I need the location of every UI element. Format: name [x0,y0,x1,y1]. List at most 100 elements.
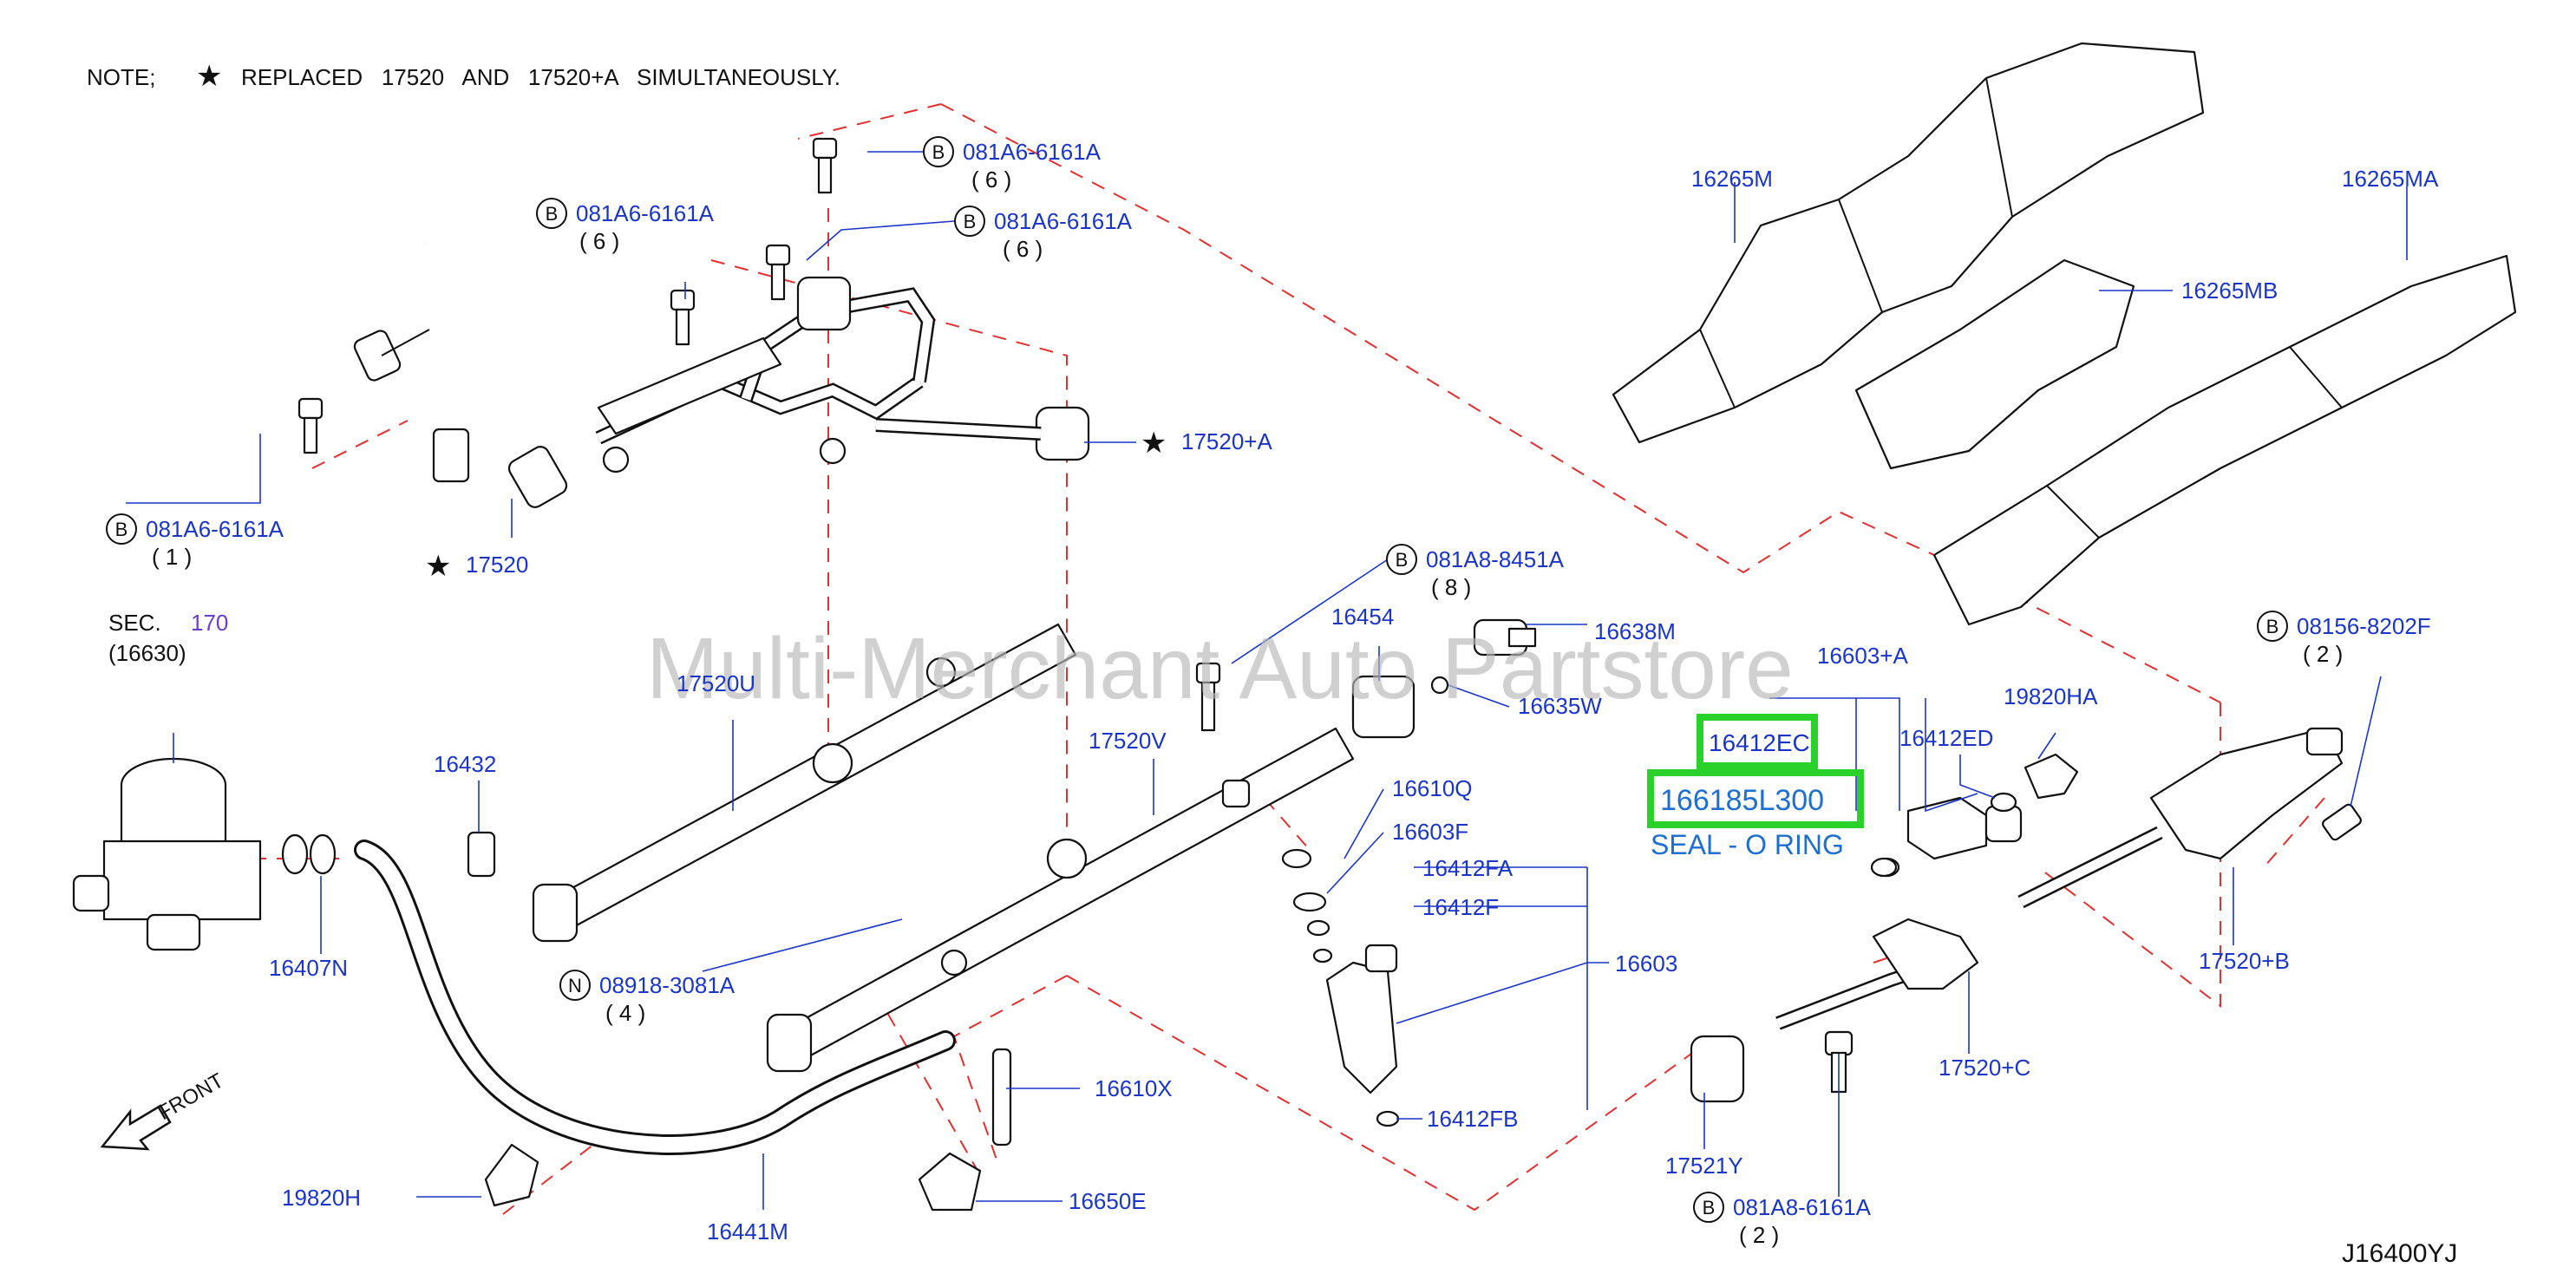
bolt-ref-qty: ( 1 ) [152,544,192,570]
part-label-19820h[interactable]: 19820H [282,1185,361,1211]
part-label-16412fa[interactable]: 16412FA [1422,855,1514,881]
note-prefix: NOTE; [87,64,155,90]
part-label-16638m[interactable]: 16638M [1594,618,1676,644]
part-label-16407n[interactable]: 16407N [269,955,348,981]
part-label-16412fb[interactable]: 16412FB [1427,1106,1519,1132]
bolt-08156-8202f [2322,803,2362,841]
bolt-ref-letter: B [115,519,128,540]
part-label-17520b[interactable]: 17520+B [2199,948,2290,974]
bolt-ref-qty: ( 2 ) [2303,641,2343,667]
fuel-tube-17520 [353,241,568,508]
part-label-16265mb[interactable]: 16265MB [2181,278,2278,304]
clip-19820h [484,1143,539,1207]
sensor-16638m [1430,618,1537,695]
bolt-ref-qty: ( 6 ) [971,167,1011,193]
fuel-rail-17520b [2017,727,2344,909]
section-number: 170 [191,610,228,636]
watermark: Multi-Merchant Auto Partstore [646,620,1794,717]
engine-cover-16265mb [1854,258,2135,470]
bolt-ref-2[interactable]: B 081A6-6161A ( 6 ) [954,206,1133,262]
bolt-ref-code: 081A6-6161A [963,139,1102,165]
bolt-ref-code: 081A6-6161A [576,200,715,226]
clamp-17521y [1690,1035,1745,1103]
front-label: FRONT [154,1068,228,1125]
bolts-upper [297,137,838,454]
part-label-16650e[interactable]: 16650E [1069,1188,1147,1214]
bolt-ref-code: 081A8-6161A [1733,1194,1872,1220]
note-text: REPLACED 17520 AND 17520+A SIMULTANEOUSL… [241,64,840,90]
part-label-19820ha[interactable]: 19820HA [2004,683,2098,709]
part-label-17520[interactable]: 17520 [466,552,528,578]
part-label-16265m[interactable]: 16265M [1691,166,1773,192]
highlighted-part[interactable]: 16412EC 166185L300 SEAL - O RING [1647,714,1898,878]
part-labels: ★ 17520 ★ 17520+A 16265M 16265MA 16265MB… [269,166,2439,1245]
bolt-ref-letter: B [2266,616,2279,637]
part-label-17520u[interactable]: 17520U [677,670,755,696]
bolt-ref-qty: ( 8 ) [1431,574,1471,600]
star-icon: ★ [196,60,222,93]
part-label-16610q[interactable]: 16610Q [1392,775,1473,801]
bolt-ref-letter: B [964,211,977,232]
bolt-ref-5[interactable]: B 081A8-8451A ( 8 ) [1386,544,1565,600]
part-label-16265ma[interactable]: 16265MA [2342,166,2439,192]
bolt-ref-qty: ( 2 ) [1739,1222,1779,1248]
engine-cover-16265m [1612,42,2205,444]
part-label-16603a[interactable]: 16603+A [1817,643,1908,669]
part-label-17520a[interactable]: 17520+A [1181,428,1272,454]
engine-cover-16265ma [1932,254,2517,626]
part-label-16454[interactable]: 16454 [1331,604,1394,630]
highlight-box-partnumber [1647,769,1864,828]
part-label-16610x[interactable]: 16610X [1095,1075,1173,1101]
note-block: NOTE; ★ REPLACED 17520 AND 17520+A SIMUL… [87,60,840,93]
fuel-rail-17520u [532,623,1077,943]
fuel-hose-16441m [354,839,956,1155]
star-icon: ★ [1141,427,1167,460]
part-label-16432[interactable]: 16432 [434,751,496,777]
front-indicator: FRONT [100,1068,228,1151]
bolt-ref-6[interactable]: B 08156-8202F ( 2 ) [2257,611,2431,667]
part-label-16412ed[interactable]: 16412ED [1899,725,1993,751]
fuel-tube-17520c [1775,918,1979,1030]
part-label-16603f[interactable]: 16603F [1392,819,1468,845]
bolt-ref-letter: B [546,203,559,225]
highlight-partnumber[interactable]: 166185L300 [1660,784,1824,817]
bolt-ref-letter: B [932,141,945,163]
bolt-ref-3[interactable]: B 081A6-6161A ( 6 ) [536,198,715,254]
bolt-ref-code: 081A6-6161A [994,208,1133,234]
pin-16610x [991,1048,1012,1147]
nut-ref-7[interactable]: N 08918-3081A ( 4 ) [559,970,736,1026]
part-label-16635w[interactable]: 16635W [1518,693,1602,719]
highlight-description: SEAL - O RING [1651,829,1844,860]
bolt-ref-qty: ( 4 ) [605,1000,645,1026]
part-label-16412f[interactable]: 16412F [1422,894,1499,920]
bolt-ref-code: 081A6-6161A [146,516,284,542]
injector-assembly-16603 [1281,848,1400,1127]
fuel-tube-17520a [595,276,1090,474]
front-arrow-icon [100,1104,172,1151]
part-label-17520v[interactable]: 17520V [1089,728,1167,754]
bolt-ref-4[interactable]: B 081A6-6161A ( 1 ) [106,513,284,570]
highlight-box-part [1697,714,1818,769]
injector-16603a [1873,792,2023,878]
bolt-ref-code: 081A8-8451A [1426,546,1565,572]
bolt-ref-letter: N [568,975,582,996]
high-pressure-pump [72,757,262,951]
diagram-code: J16400YJ [2342,1239,2457,1268]
part-label-16603[interactable]: 16603 [1615,951,1677,977]
bolt-ref-letter: B [1396,549,1409,571]
seal-16407n [281,833,337,875]
section-ref: SEC. 170 (16630) [108,610,228,666]
bolt-ref-letter: B [1703,1197,1716,1218]
clamp-16454 [1351,675,1415,739]
bolt-ref-1[interactable]: B 081A6-6161A ( 6 ) [923,136,1102,193]
part-label-17521y[interactable]: 17521Y [1665,1153,1743,1179]
part-label-16441m[interactable]: 16441M [707,1218,788,1245]
bolt-ref-code: 08156-8202F [2297,613,2431,639]
leader-lines [126,151,2408,1210]
highlight-part-label[interactable]: 16412EC [1709,729,1810,756]
clip-16650e [918,1152,982,1212]
bolt-ref-8[interactable]: B 081A8-6161A ( 2 ) [1693,1192,1872,1248]
star-icon: ★ [425,550,451,583]
part-label-17520c[interactable]: 17520+C [1939,1055,2030,1081]
